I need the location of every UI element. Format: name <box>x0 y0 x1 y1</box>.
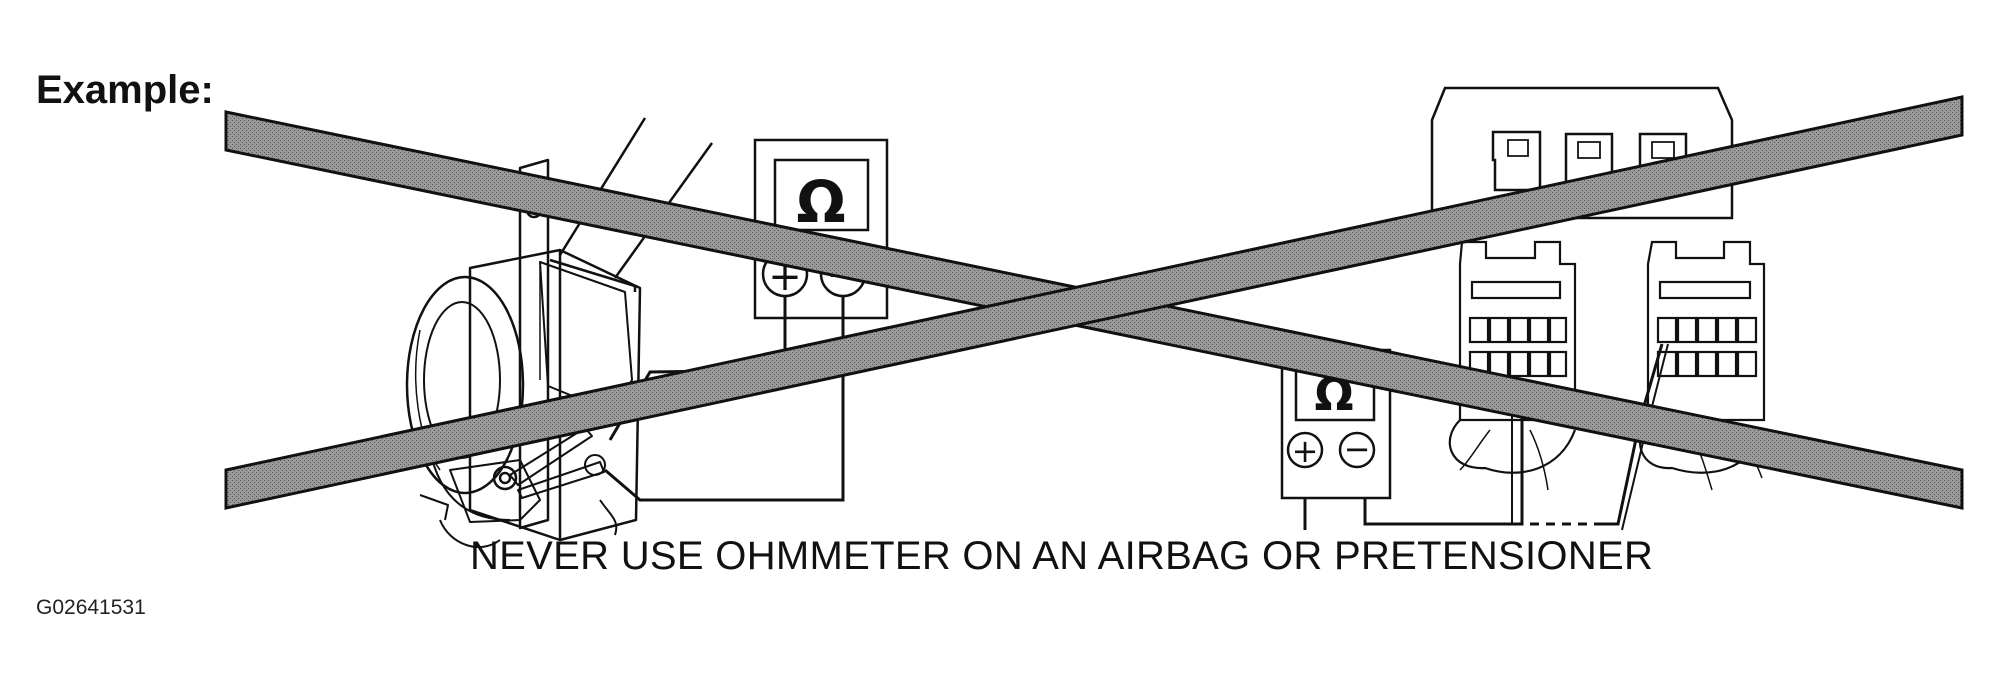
ohmmeter-left-lead-negative <box>604 296 845 502</box>
socket-1 <box>1491 130 1542 192</box>
probe-tip-positive <box>509 427 593 486</box>
ohmmeter-right-plus-symbol: + <box>1292 432 1319 470</box>
warning-caption: NEVER USE OHMMETER ON AN AIRBAG OR PRETE… <box>470 534 1654 578</box>
inflator-drum <box>405 275 525 495</box>
ohmmeter-right-lead-negative <box>1363 395 1524 526</box>
ohmmeter-left-ohm-symbol: Ω <box>796 168 845 236</box>
ohmmeter-right-minus-symbol: − <box>1344 430 1371 468</box>
ohmmeter-left-display <box>773 158 870 232</box>
ohmmeter-right-minus-jack <box>1338 431 1376 469</box>
probe-tip-negative <box>517 461 605 499</box>
module-connector <box>449 459 541 523</box>
figure-code: G02641531 <box>36 596 146 619</box>
leader-line-1 <box>558 117 647 256</box>
example-label: Example: <box>36 68 214 112</box>
prohibition-cross <box>224 95 1964 510</box>
ohmmeter-right-plus-jack <box>1286 431 1324 469</box>
